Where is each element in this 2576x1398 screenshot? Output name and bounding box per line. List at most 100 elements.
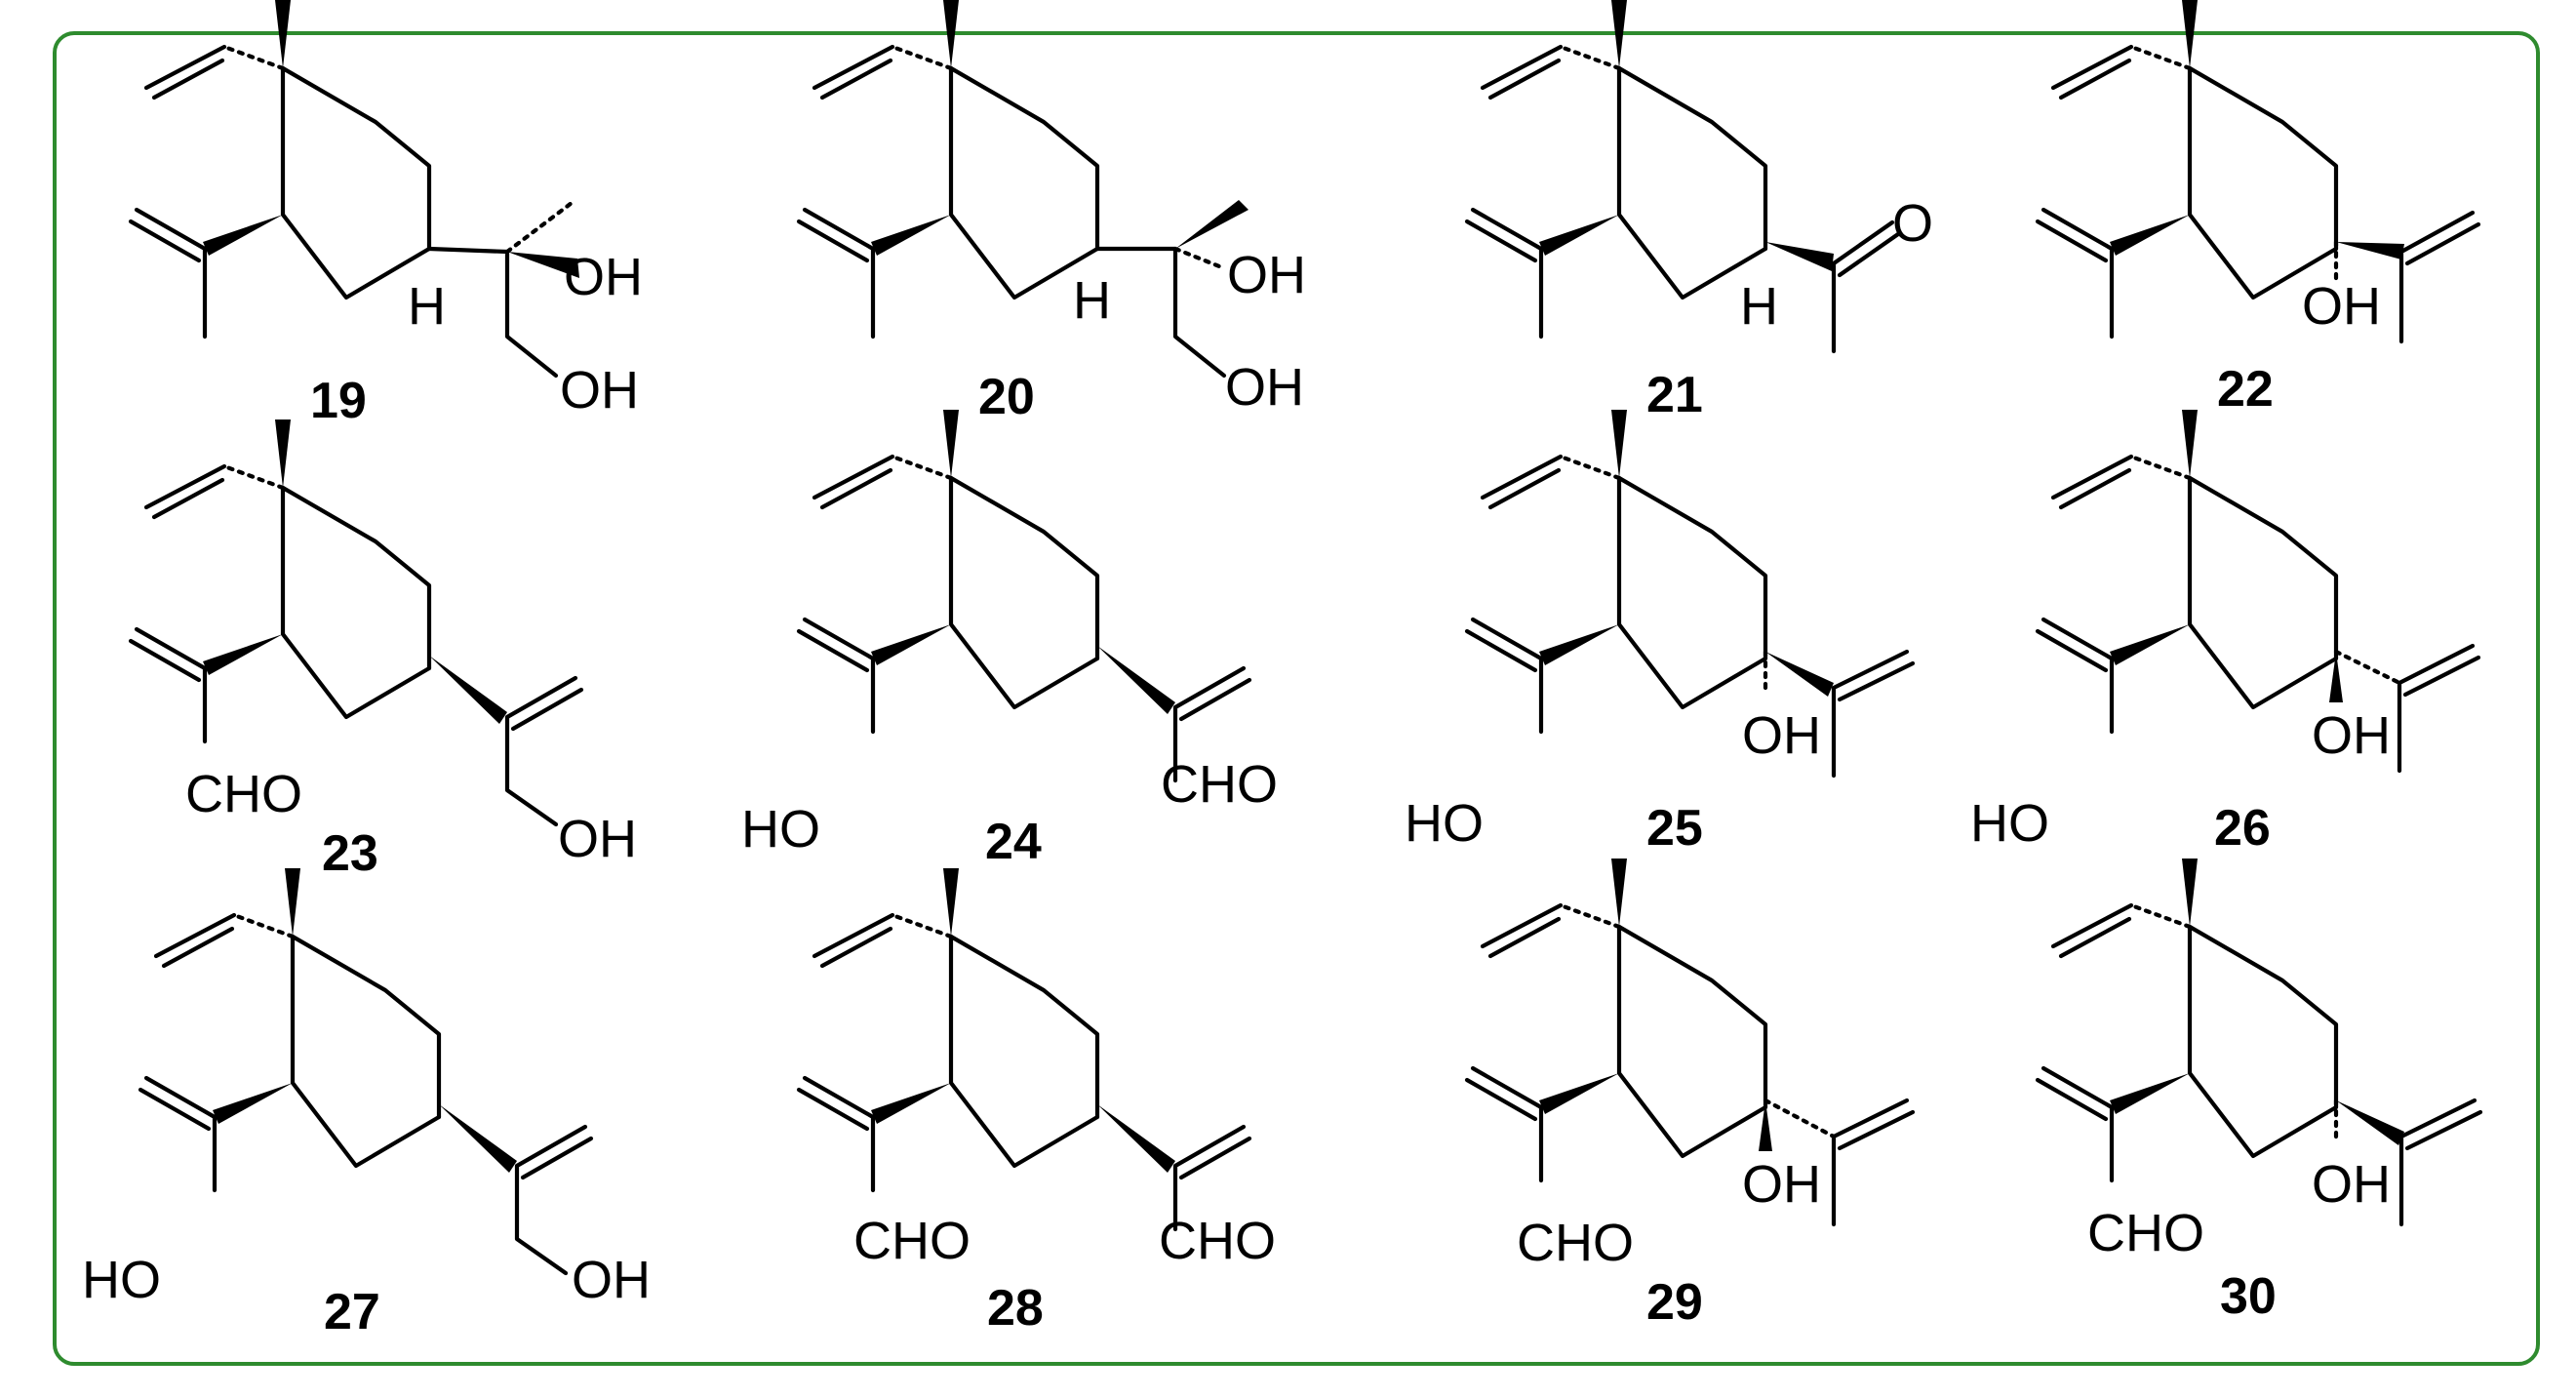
compound-number: 23: [322, 825, 378, 882]
label-oh-top: OH: [564, 248, 643, 306]
skeleton-b: [2035, 859, 2339, 1183]
wedge-methyl-top: [1611, 410, 1627, 478]
label-left: CHO: [185, 765, 302, 823]
ring: [2187, 475, 2339, 710]
wedge-branch: [1539, 624, 1619, 665]
ring: [948, 475, 1100, 710]
wedge-branch: [1539, 1073, 1619, 1114]
label-left: HO: [82, 1251, 161, 1309]
branch-left: [2035, 1065, 2115, 1183]
compound-number: 30: [2220, 1268, 2277, 1325]
wedge-branch: [213, 1083, 293, 1124]
wedge-methyl-top: [943, 868, 959, 937]
wedge-right: [1097, 1104, 1175, 1173]
wedge-methyl-top: [2182, 0, 2198, 68]
isopropenyl-left: [2035, 207, 2115, 340]
wedge-methyl-top: [943, 0, 959, 68]
label-oh-top: OH: [1227, 246, 1306, 304]
skeleton: [796, 0, 1100, 340]
compound-number: 29: [1646, 1274, 1703, 1331]
hash-vinyl: [890, 454, 954, 481]
compound-number: 22: [2217, 361, 2274, 418]
compound-26: OH HO 26: [1970, 410, 2481, 857]
isopropenyl-left: [1464, 207, 1544, 340]
label-left: CHO: [2087, 1204, 2204, 1262]
wedge-right: [1097, 646, 1175, 714]
wedge-oh: [1759, 1100, 1772, 1151]
hash-isopropenyl: [1763, 1098, 1837, 1139]
wedge-methyl-top: [1611, 0, 1627, 68]
skeleton-b: [796, 868, 1100, 1193]
isopropenyl: [1831, 649, 1916, 779]
vinyl: [1480, 454, 1564, 510]
wedge-isopropenyl: [1765, 652, 1834, 697]
hash-methyl-up: [504, 197, 578, 255]
label-oh: OH: [1742, 1155, 1821, 1214]
label-right: OH: [558, 810, 637, 868]
right-chain: [514, 1124, 594, 1276]
wedge-isopropenyl: [2336, 1100, 2404, 1145]
wedge-acetyl: [1765, 242, 1834, 271]
branch-left: [796, 617, 876, 735]
skeleton-c: [796, 410, 1100, 735]
vinyl: [812, 454, 895, 510]
vinyl: [812, 912, 895, 969]
ring: [1616, 65, 1768, 300]
ring: [2187, 65, 2339, 300]
acetyl: [1831, 220, 1901, 354]
label-left: HO: [741, 800, 820, 859]
wedge-methyl-top: [943, 410, 959, 478]
hash-vinyl: [890, 44, 954, 71]
hash-vinyl: [221, 463, 286, 491]
label-right: OH: [572, 1251, 651, 1309]
label-oh: OH: [2302, 277, 2381, 336]
skeleton: [128, 0, 432, 340]
wedge-isopropenyl: [2336, 242, 2404, 260]
isopropenyl: [1831, 1098, 1916, 1227]
label-h: H: [1740, 277, 1778, 336]
right-chain: [504, 675, 584, 827]
label-oh: OH: [2312, 1155, 2391, 1214]
skeleton-c: [1464, 410, 1768, 735]
side-chain: [1094, 246, 1227, 379]
hash-oh: [1172, 246, 1227, 271]
compound-number: 19: [310, 373, 367, 429]
label-right: CHO: [1159, 1212, 1276, 1270]
wedge-branch: [2110, 624, 2190, 665]
wedge-methyl-top: [1611, 859, 1627, 927]
compound-27: HO OH 27: [82, 868, 651, 1340]
label-oh-bottom: OH: [560, 361, 639, 419]
isopropenyl-left: [128, 207, 208, 340]
branch-left: [128, 626, 208, 744]
label-o: O: [1892, 194, 1933, 253]
hash-vinyl: [1558, 902, 1622, 930]
wedge-methyl: [1175, 200, 1248, 249]
wedge-branch: [203, 634, 283, 675]
label-oh: OH: [2312, 706, 2391, 765]
vinyl: [812, 44, 895, 100]
hash-vinyl: [231, 912, 296, 939]
compound-number: 28: [987, 1280, 1044, 1337]
vinyl: [1480, 44, 1564, 100]
compound-number: 25: [1646, 800, 1703, 857]
label-h: H: [408, 277, 446, 336]
wedge-oh: [2329, 652, 2343, 702]
side-chain: [426, 246, 559, 379]
hash-vinyl: [221, 44, 286, 71]
skeleton-b: [128, 419, 432, 744]
vinyl: [2050, 44, 2134, 100]
hash-vinyl: [2128, 902, 2193, 930]
branch-left: [2035, 617, 2115, 735]
ring: [2187, 924, 2339, 1159]
ring: [1616, 924, 1768, 1159]
right-chain: [1172, 665, 1252, 783]
label-right: CHO: [1161, 755, 1278, 814]
compound-22: OH 22: [2035, 0, 2481, 418]
compound-28: CHO CHO 28: [796, 868, 1276, 1337]
wedge-branch: [1539, 215, 1619, 256]
right-chain: [1172, 1124, 1252, 1232]
compound-29: OH CHO 29: [1464, 859, 1916, 1331]
wedge-branch: [871, 215, 951, 256]
vinyl: [2050, 454, 2134, 510]
